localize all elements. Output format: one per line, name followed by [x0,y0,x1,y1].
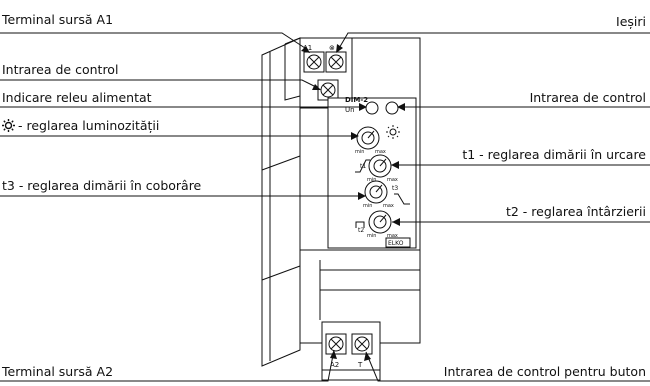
knob-t2 [368,210,392,234]
screw-terminal-output [325,51,347,73]
callout-terminal-a1: Terminal sursă A1 [2,12,114,27]
arrow-power-relay [359,103,367,111]
callout-outputs: Ieșiri [616,14,646,29]
callout-terminal-a2: Terminal sursă A2 [2,364,114,379]
arrow-t2 [392,218,400,226]
callout-control-input-left: Intrarea de control [2,62,119,77]
callout-brightness-adjust: - reglarea luminozității [2,118,159,133]
callout-button-control-input: Intrarea de control pentru buton [443,364,646,379]
knob-brightness [356,126,380,150]
arrow-button-input [364,352,371,361]
dim-up-symbol [355,159,370,173]
screw-terminal-a1 [303,51,325,73]
led-indicator [365,101,379,115]
knob-brightness-max: max [375,149,386,155]
knob-t1-tag: t1 [360,163,366,170]
brightness-symbol [386,125,400,139]
knob-t2-min: min [367,233,376,239]
knob-brightness-min: min [355,149,364,155]
leader-terminal-a2 [0,349,335,382]
knob-t1-min: min [367,177,376,183]
leader-control-input-left [0,79,319,89]
arrow-outputs [336,44,343,53]
arrow-control-input-right [397,103,405,111]
knob-t2-tag: t2 [358,227,364,234]
arrow-t3 [358,192,366,200]
knob-t3 [364,180,388,204]
delay-symbol [355,221,365,228]
knob-t1-max: max [387,177,398,183]
brand-plate [385,237,411,248]
callout-t2-delay: t2 - reglarea întârzierii [505,204,646,219]
control-button [385,101,399,115]
leader-button-input [365,351,650,382]
arrow-terminal-a1 [301,46,310,53]
leader-outputs [337,32,650,51]
terminal-t-label: T [357,361,363,369]
callout-control-input-right: Intrarea de control [529,90,646,105]
terminal-a1-label: A1 [303,44,312,52]
led-label: Un [345,106,355,114]
arrow-terminal-a2 [330,350,337,359]
model-label: DIM-2 [345,96,368,104]
terminal-output-label: ⊗ [329,44,335,52]
knob-t3-max: max [383,203,394,209]
device-rear-shell [261,37,301,367]
terminal-a2-label: A2 [330,361,339,369]
screw-terminal-a2 [325,333,347,355]
callout-brightness-text: - reglarea luminozității [18,118,160,133]
screw-terminal-button [351,333,373,355]
arrow-control-input-left [312,84,321,90]
knob-t2-max: max [387,233,398,239]
arrow-t1 [391,161,399,169]
callout-t3-dim-down: t3 - reglarea dimării în coborâre [2,178,202,193]
sun-icon [2,119,15,132]
leader-terminal-a1 [0,32,309,51]
callout-t1-dim-up: t1 - reglarea dimării în urcare [462,147,646,162]
knob-t1 [368,154,392,178]
arrow-brightness [351,132,359,140]
knob-t3-min: min [363,203,372,209]
brand-label: ELKO [388,240,404,247]
knob-t3-tag: t3 [392,185,398,192]
dim-down-symbol [394,193,410,205]
callout-power-relay-indicator: Indicare releu alimentat [2,90,152,105]
